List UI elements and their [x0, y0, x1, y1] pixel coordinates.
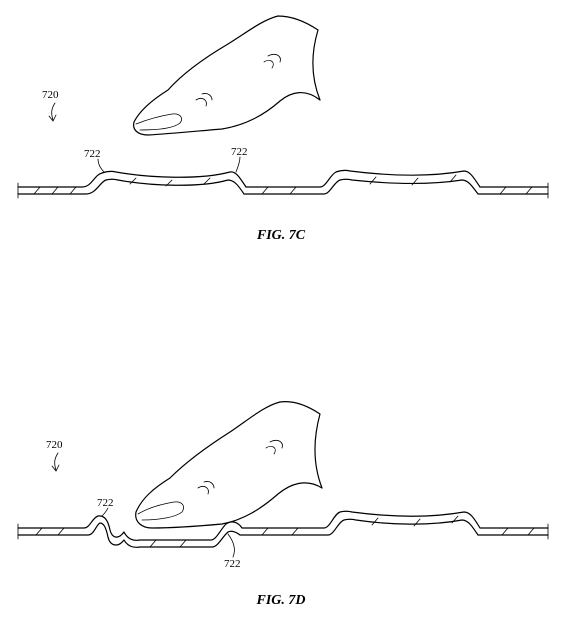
- figure-caption: FIG. 7C: [256, 228, 306, 243]
- assembly-arrow-head: [51, 464, 60, 472]
- finger-illustration: [135, 401, 323, 529]
- finger-illustration: [133, 15, 321, 136]
- assembly-leader-arrow: [54, 452, 59, 471]
- assembly-arrow-head: [48, 114, 57, 122]
- ridge-leader-left: [97, 158, 105, 173]
- ridge-leader-right: [235, 156, 241, 173]
- figure-7c: 720 722 722 FIG. 7C: [17, 15, 549, 243]
- figure-7d: 720 722 722 FIG. 7D: [17, 401, 549, 608]
- ridge-leader-left: [101, 507, 109, 517]
- assembly-label: 720: [46, 439, 63, 451]
- ridge-leader-right: [227, 533, 235, 558]
- assembly-leader-arrow: [51, 102, 56, 121]
- keyboard-membrane: [17, 510, 549, 548]
- ridge-label-right: 722: [224, 558, 241, 570]
- ridge-label-left: 722: [84, 148, 101, 160]
- keyboard-membrane: [17, 169, 549, 199]
- ridge-label-left: 722: [97, 497, 114, 509]
- ridge-label-right: 722: [231, 146, 248, 158]
- figure-caption: FIG. 7D: [255, 593, 305, 608]
- assembly-label: 720: [42, 89, 59, 101]
